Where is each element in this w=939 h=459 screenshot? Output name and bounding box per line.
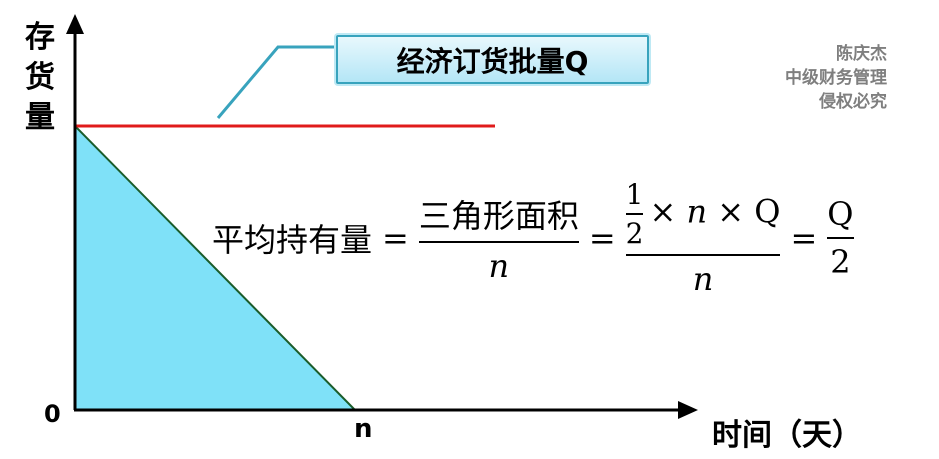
fraction-half-nq-over-n: 1 2 × n × Q n xyxy=(625,178,781,298)
depletion-line xyxy=(74,125,356,411)
times-sign: × xyxy=(717,192,745,231)
callout-connector xyxy=(216,45,338,119)
fraction-area-over-n: 三角形面积 n xyxy=(418,191,579,285)
fraction-numerator: Q xyxy=(827,195,854,233)
y-axis-label-char: 量 xyxy=(25,100,55,135)
watermark-line: 陈庆杰 xyxy=(836,44,887,64)
watermark: 陈庆杰 中级财务管理 侵权必究 xyxy=(785,42,887,114)
fraction-numerator: 三角形面积 xyxy=(418,198,579,234)
eoq-callout: 经济订货批量Q xyxy=(336,35,649,84)
var-n: n xyxy=(686,192,708,231)
one-half-numerator: 1 xyxy=(625,178,644,211)
var-q: Q xyxy=(754,192,781,231)
fraction-denominator: n xyxy=(692,260,714,298)
one-half-bar xyxy=(625,213,644,215)
fraction-q-over-2: Q 2 xyxy=(827,195,854,281)
times-sign: × xyxy=(649,192,677,231)
equals-sign: = xyxy=(790,219,818,257)
equals-sign: = xyxy=(588,219,616,257)
watermark-line: 中级财务管理 xyxy=(785,68,887,88)
n-tick-label: n xyxy=(354,414,373,444)
y-axis-label-char: 存 xyxy=(25,20,55,55)
x-axis-label: 时间（天） xyxy=(712,418,862,453)
y-axis-label-char: 货 xyxy=(25,60,55,95)
fraction-numerator: 1 2 × n × Q xyxy=(625,178,781,250)
fraction-denominator: n xyxy=(488,247,510,285)
formula-lhs: 平均持有量 xyxy=(212,222,373,258)
y-axis-arrow xyxy=(66,14,84,34)
fraction-bar xyxy=(625,254,781,256)
y-axis-label: 存 货 量 xyxy=(18,18,62,138)
average-inventory-formula: 平均持有量 = 三角形面积 n = 1 2 × n × Q n = Q 2 xyxy=(212,176,854,300)
eoq-callout-text: 经济订货批量Q xyxy=(396,44,589,78)
fraction-bar xyxy=(418,241,579,243)
watermark-line: 侵权必究 xyxy=(819,92,887,112)
fraction-denominator: 2 xyxy=(830,243,851,281)
x-axis-arrow xyxy=(678,401,698,419)
one-half-fraction: 1 2 xyxy=(625,178,644,250)
one-half-denominator: 2 xyxy=(625,217,644,250)
fraction-bar xyxy=(827,237,854,239)
equals-sign: = xyxy=(382,219,409,257)
origin-label: 0 xyxy=(44,400,61,428)
